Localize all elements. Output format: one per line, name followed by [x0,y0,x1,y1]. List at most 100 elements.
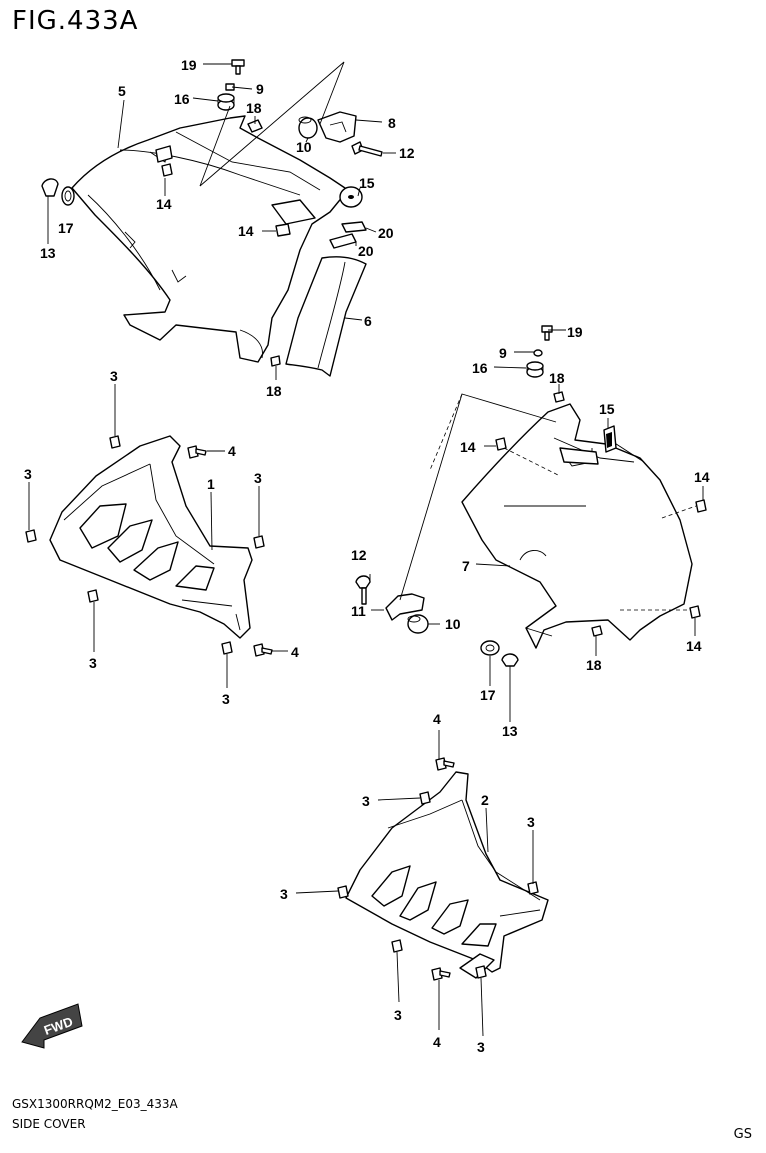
screw-part-4-ml-b[interactable] [253,643,273,657]
callout-13: 13 [502,723,518,739]
grommet-part-15b[interactable] [603,425,617,453]
callout-14: 14 [156,196,172,212]
rivet-part-16a[interactable] [217,93,235,111]
callout-8: 8 [388,115,396,131]
callout-10: 10 [445,616,461,632]
bolt-part-12b[interactable] [355,575,371,605]
nut-part-14c[interactable] [495,437,507,451]
callout-3: 3 [280,886,288,902]
nut-part-3-ml-b[interactable] [25,529,37,543]
screw-part-4-lo-b[interactable] [431,967,451,981]
figure-title: FIG.433A [12,6,139,36]
callout-4: 4 [228,443,236,459]
figure-code: GSX1300RRQM2_E03_433A [12,1097,178,1111]
tape-part-20b[interactable] [329,233,357,249]
callout-19: 19 [181,57,197,73]
nut-part-3-ml-d[interactable] [87,589,99,603]
grommet-part-15a[interactable] [339,186,363,208]
callout-14: 14 [686,638,702,654]
callout-13: 13 [40,245,56,261]
screw-part-19a[interactable] [231,59,245,75]
fwd-arrow-icon: FWD [21,1003,83,1049]
nut-part-9a[interactable] [225,83,235,91]
callout-14: 14 [238,223,254,239]
callout-3: 3 [362,793,370,809]
callout-3: 3 [527,814,535,830]
callout-12: 12 [351,547,367,563]
callout-4: 4 [433,1034,441,1050]
nut-part-14d[interactable] [695,499,707,513]
callout-1: 1 [207,476,215,492]
callout-3: 3 [24,466,32,482]
callout-7: 7 [462,558,470,574]
screw-part-19b[interactable] [541,325,553,341]
callout-15: 15 [599,401,615,417]
callout-18: 18 [246,100,262,116]
callout-18: 18 [266,383,282,399]
callout-3: 3 [394,1007,402,1023]
callout-9: 9 [499,345,507,361]
callout-12: 12 [399,145,415,161]
top-bracket-part-8[interactable] [317,111,357,143]
callout-9: 9 [256,81,264,97]
bolt-part-12a[interactable] [351,141,383,157]
callout-17: 17 [480,687,496,703]
nut-part-3-lo-e[interactable] [475,965,487,979]
nut-part-3-ml-a[interactable] [109,435,121,449]
callout-20: 20 [378,225,394,241]
callout-16: 16 [174,91,190,107]
grommet-part-17b[interactable] [480,640,500,656]
bolt-part-13a[interactable] [41,178,59,197]
nut-part-14b[interactable] [275,223,291,237]
clip-part-18b[interactable] [270,355,281,367]
under-cover-part-2[interactable] [345,771,549,979]
callout-3: 3 [477,1039,485,1055]
nut-part-3-lo-d[interactable] [391,939,403,953]
callout-5: 5 [118,83,126,99]
callout-19: 19 [567,324,583,340]
inner-cover-part-5[interactable] [71,115,349,363]
callout-3: 3 [89,655,97,671]
callout-16: 16 [472,360,488,376]
panel-part-6[interactable] [285,256,367,377]
nut-part-3-lo-b[interactable] [337,885,349,899]
nut-part-3-ml-e[interactable] [221,641,233,655]
callout-18: 18 [586,657,602,673]
callout-10: 10 [296,139,312,155]
region-code: GS [733,1127,752,1142]
nut-part-14e[interactable] [689,605,701,619]
clip-part-18d[interactable] [591,625,603,637]
callout-labels: 19 9 16 18 5 8 10 12 15 14 17 13 14 20 2… [24,57,710,1055]
callout-4: 4 [291,644,299,660]
tape-part-20a[interactable] [341,221,367,233]
screw-part-4-lo-a[interactable] [435,757,455,771]
callout-14: 14 [694,469,710,485]
screw-part-4-ml-a[interactable] [187,445,207,459]
callout-20: 20 [358,243,374,259]
nut-part-3-lo-a[interactable] [419,791,431,805]
callout-3: 3 [222,691,230,707]
callout-2: 2 [481,792,489,808]
inner-cover-part-7[interactable] [461,403,693,649]
callout-6: 6 [364,313,372,329]
bush-part-10b[interactable] [407,614,429,634]
callout-17: 17 [58,220,74,236]
under-cover-part-1[interactable] [49,435,253,639]
grommet-part-17a[interactable] [61,186,75,206]
callout-14: 14 [460,439,476,455]
callout-3: 3 [254,470,262,486]
callout-4: 4 [433,711,441,727]
bolt-part-13b[interactable] [501,653,519,667]
callout-15: 15 [359,175,375,191]
callout-11: 11 [351,603,366,619]
nut-part-3-ml-c[interactable] [253,535,265,549]
bracket-part-11[interactable] [385,593,425,621]
bush-part-10a[interactable] [298,116,318,139]
nut-part-9b[interactable] [533,349,543,357]
figure-name: SIDE COVER [12,1117,86,1131]
callout-18: 18 [549,370,565,386]
nut-part-14a[interactable] [161,163,173,177]
rivet-part-16b[interactable] [526,361,544,378]
callout-3: 3 [110,368,118,384]
